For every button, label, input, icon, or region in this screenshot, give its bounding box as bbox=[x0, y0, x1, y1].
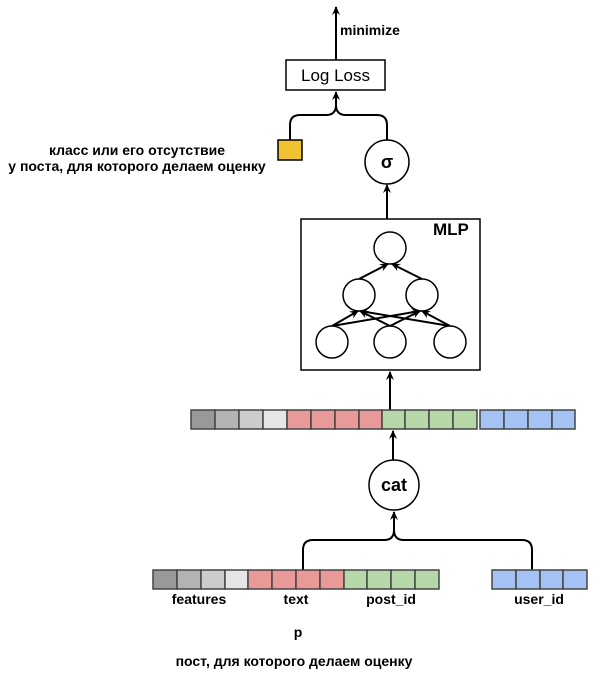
mlp-neuron-input-3 bbox=[433, 325, 467, 359]
post-id-label: post_id bbox=[366, 591, 416, 607]
user-input-vector bbox=[491, 569, 588, 590]
concat-label: cat bbox=[381, 475, 407, 495]
target-caption-line-1: класс или его отсутствие bbox=[49, 142, 225, 158]
target-square bbox=[277, 139, 303, 161]
log-loss-box bbox=[285, 59, 386, 91]
concat-node bbox=[368, 459, 420, 511]
features-label: features bbox=[172, 591, 227, 607]
text-label: text bbox=[284, 591, 309, 607]
post-input-vector bbox=[152, 569, 440, 590]
log-loss-label: Log Loss bbox=[301, 66, 370, 85]
concat-vector bbox=[190, 409, 576, 430]
p-label: p bbox=[294, 624, 303, 640]
mlp-edges bbox=[331, 263, 451, 327]
user-id-label: user_id bbox=[514, 591, 564, 607]
mlp-neuron-input-2 bbox=[373, 325, 407, 359]
connector-user-to-cat bbox=[393, 529, 533, 570]
connector-target-to-loss bbox=[289, 91, 340, 140]
target-caption-line-2: у поста, для которого делаем оценку bbox=[8, 158, 266, 174]
mlp-neuron-output bbox=[373, 231, 407, 265]
mlp-neuron-hidden-1 bbox=[342, 278, 376, 312]
bottom-caption: пост, для которого делаем оценку bbox=[176, 653, 413, 669]
sigmoid-label: σ bbox=[381, 152, 393, 172]
mlp-neuron-hidden-2 bbox=[405, 278, 439, 312]
connector-sigma-to-loss bbox=[335, 104, 388, 140]
mlp-label: MLP bbox=[433, 220, 469, 239]
connector-inputs-to-cat bbox=[302, 511, 398, 570]
mlp-neuron-input-1 bbox=[315, 325, 349, 359]
minimize-label: minimize bbox=[340, 22, 400, 38]
